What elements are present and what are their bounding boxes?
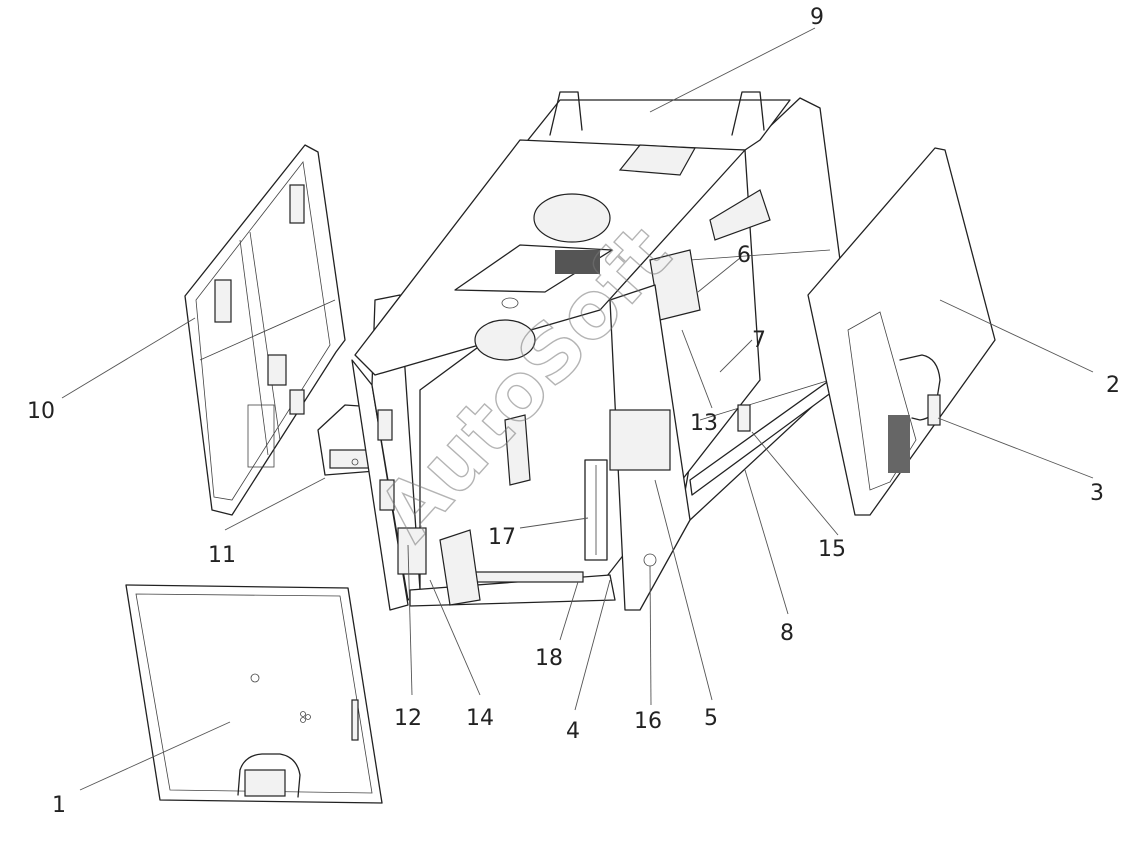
callout-10: 10 — [27, 399, 55, 424]
leader-lines — [61, 27, 1094, 791]
callout-14: 14 — [466, 706, 494, 731]
part-10-left-door — [184, 144, 346, 516]
callout-13: 13 — [690, 411, 718, 436]
callout-11: 11 — [208, 543, 236, 568]
callout-2: 2 — [1106, 373, 1120, 398]
callout-4: 4 — [566, 719, 580, 744]
part-1-front-panel — [125, 584, 383, 804]
callout-9: 9 — [810, 5, 824, 30]
enclosure-body — [351, 97, 841, 611]
callout-8: 8 — [780, 621, 794, 646]
callout-6: 6 — [737, 243, 751, 268]
callout-12: 12 — [394, 706, 422, 731]
callout-7: 7 — [752, 328, 766, 353]
callout-16: 16 — [634, 709, 662, 734]
callout-15: 15 — [818, 537, 846, 562]
callout-5: 5 — [704, 706, 718, 731]
callout-17: 17 — [488, 525, 516, 550]
callout-labels: 9 10 11 1 2 3 6 7 13 15 8 17 18 12 14 4 … — [27, 5, 1120, 818]
part-3-handle — [899, 354, 941, 426]
callout-1: 1 — [52, 793, 66, 818]
part-2-right-door — [807, 147, 996, 516]
callout-3: 3 — [1090, 481, 1104, 506]
callout-18: 18 — [535, 646, 563, 671]
part-9-top-cover — [354, 91, 791, 376]
